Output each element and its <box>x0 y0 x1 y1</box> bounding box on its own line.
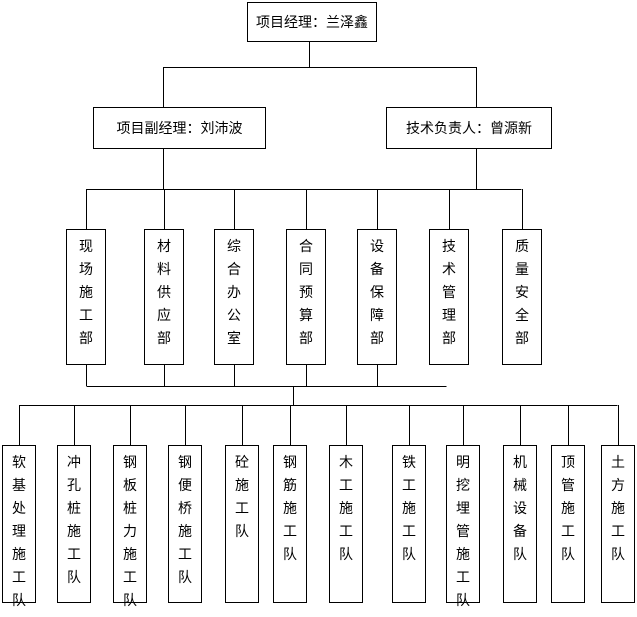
team-box: 冲孔桩施工队 <box>57 445 91 603</box>
team-box: 钢筋施工队 <box>273 445 307 603</box>
team-box: 铁工施工队 <box>392 445 426 603</box>
department-box: 现场施工部 <box>66 229 106 365</box>
team-box: 软基处理施工队 <box>2 445 36 609</box>
team-box: 顶管施工队 <box>551 445 585 603</box>
team-box: 木工施工队 <box>329 445 363 603</box>
department-box: 技术管理部 <box>429 229 469 365</box>
deputy-box-2: 技术负责人：曾源新 <box>386 107 552 149</box>
team-box: 土方施工队 <box>601 445 635 603</box>
team-label: 土方施工队 <box>611 455 625 563</box>
team-label: 明挖埋管施工队 <box>456 455 470 609</box>
department-label: 技术管理部 <box>442 239 456 347</box>
team-box: 钢板桩力施工队 <box>113 445 147 609</box>
team-label: 冲孔桩施工队 <box>67 455 81 586</box>
root-box: 项目经理：兰泽鑫 <box>247 2 377 42</box>
department-box: 设备保障部 <box>357 229 397 365</box>
department-box: 合同预算部 <box>286 229 326 365</box>
team-label: 钢筋施工队 <box>283 455 297 563</box>
team-box: 机械设备队 <box>503 445 537 603</box>
department-box: 材料供应部 <box>144 229 184 365</box>
team-label: 机械设备队 <box>513 455 527 563</box>
department-label: 合同预算部 <box>299 239 313 347</box>
team-box: 明挖埋管施工队 <box>446 445 480 609</box>
department-label: 设备保障部 <box>370 239 384 347</box>
department-label: 现场施工部 <box>79 239 93 347</box>
team-label: 软基处理施工队 <box>12 455 26 609</box>
team-box: 钢便桥施工队 <box>168 445 202 603</box>
department-label: 质量安全部 <box>515 239 529 347</box>
team-label: 顶管施工队 <box>561 455 575 563</box>
department-label: 材料供应部 <box>157 239 171 347</box>
team-label: 木工施工队 <box>339 455 353 563</box>
root-label: 项目经理：兰泽鑫 <box>256 15 368 31</box>
department-box: 质量安全部 <box>502 229 542 365</box>
deputy-label-2: 技术负责人：曾源新 <box>406 121 532 137</box>
deputy-box-1: 项目副经理：刘沛波 <box>93 107 266 149</box>
team-label: 钢便桥施工队 <box>178 455 192 586</box>
team-label: 铁工施工队 <box>402 455 416 563</box>
team-label: 砼施工队 <box>235 455 249 540</box>
department-label: 综合办公室 <box>227 239 241 347</box>
team-box: 砼施工队 <box>225 445 259 603</box>
team-label: 钢板桩力施工队 <box>123 455 137 609</box>
deputy-label-1: 项目副经理：刘沛波 <box>116 121 243 137</box>
department-box: 综合办公室 <box>214 229 254 365</box>
